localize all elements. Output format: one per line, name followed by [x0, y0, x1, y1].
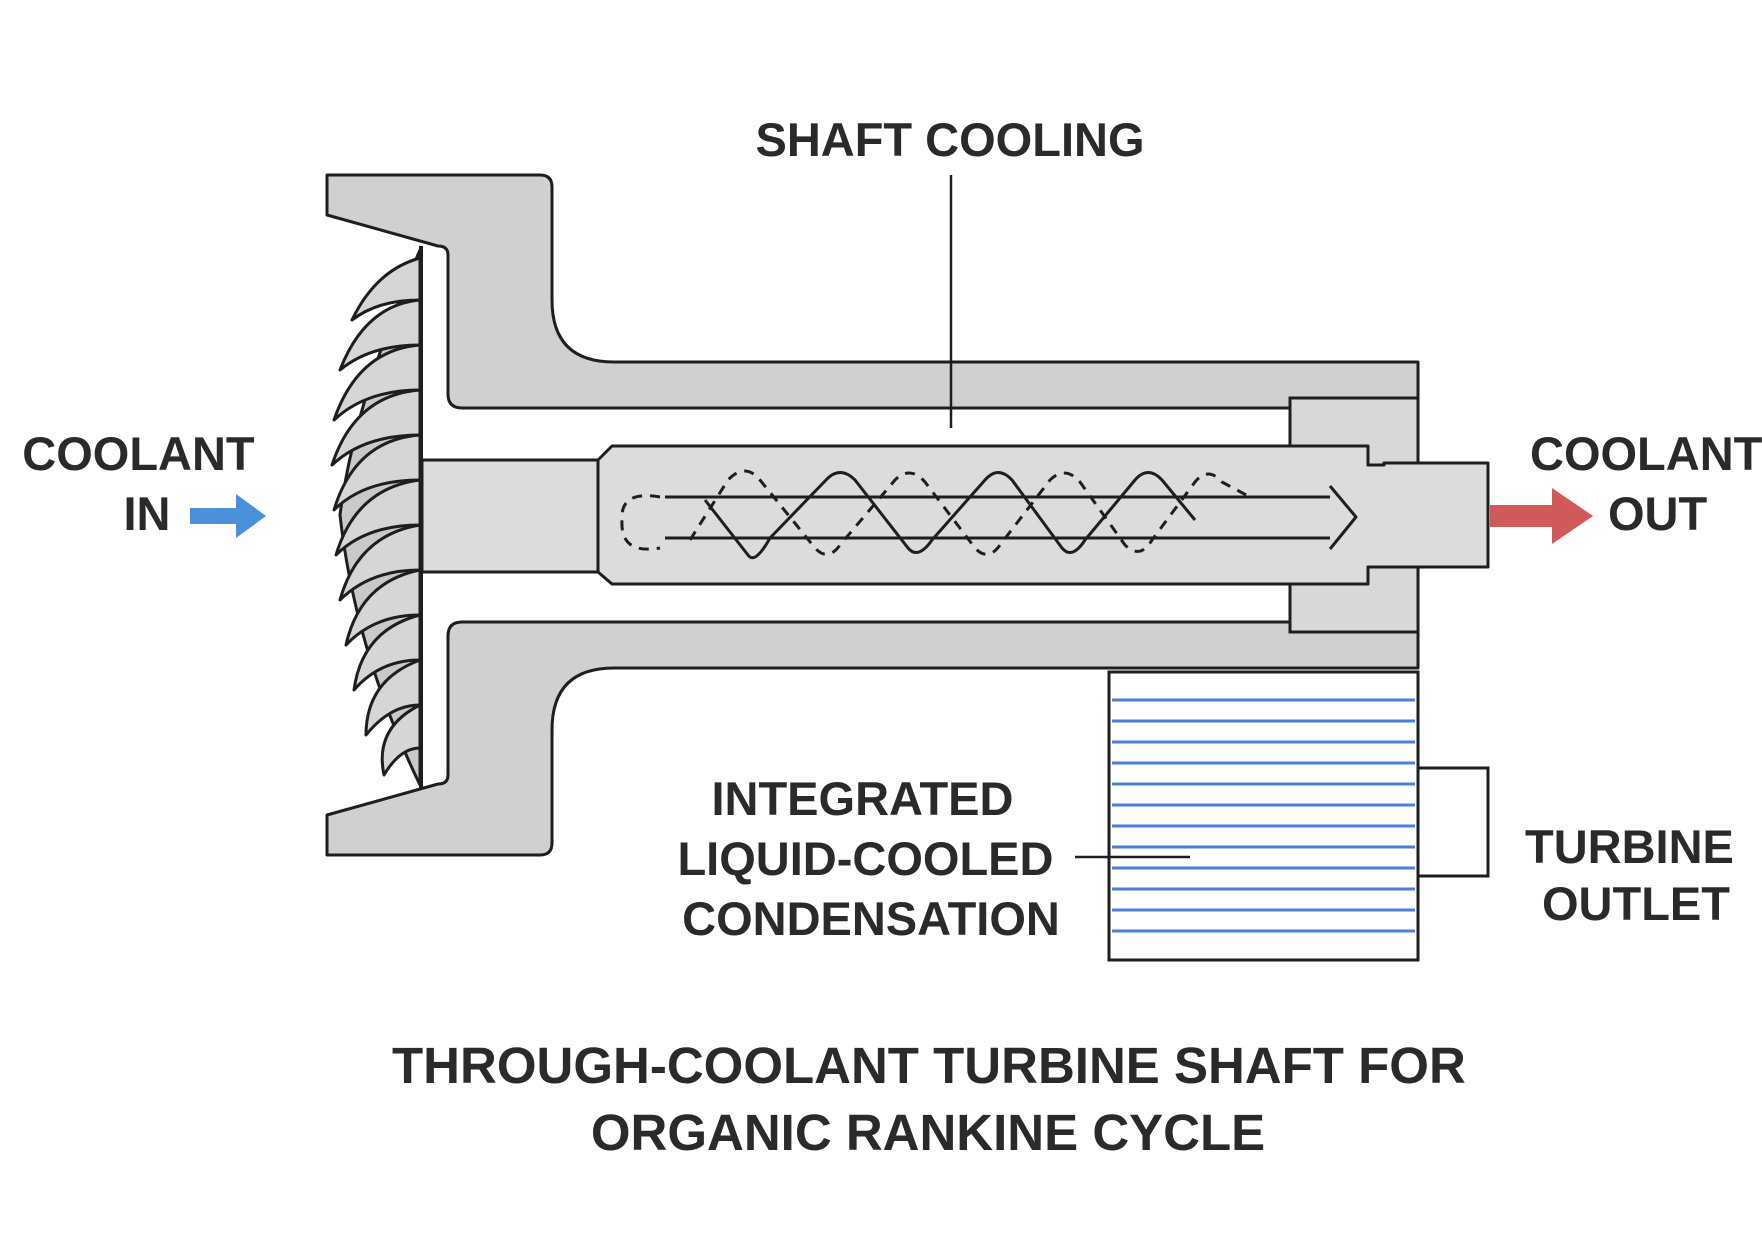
- housing-lower: [325, 620, 1420, 857]
- housing-upper: [325, 173, 1420, 410]
- coolant-in-label: COOLANT IN: [22, 427, 267, 540]
- coolant-out-arrow: [1490, 488, 1593, 544]
- condenser-tubes: [1112, 698, 1415, 933]
- coolant-in-arrow: [190, 494, 266, 538]
- condensation-label: INTEGRATED LIQUID-COOLED CONDENSATION: [677, 772, 1066, 945]
- turbine-outlet-port: [1418, 766, 1490, 878]
- shaft: [420, 396, 1490, 634]
- coolant-passage-dashed: [620, 494, 661, 551]
- condenser: [1107, 670, 1490, 962]
- turbine-wheel: [330, 246, 423, 788]
- coolant-flow-arrowhead: [1328, 485, 1358, 550]
- diagram-title: THROUGH-COOLANT TURBINE SHAFT FOR ORGANI…: [392, 1037, 1480, 1161]
- condenser-body: [1107, 670, 1420, 962]
- helix-dashed: [688, 469, 1251, 556]
- housing: [325, 173, 1420, 857]
- shaft-cooling-label: SHAFT COOLING: [755, 113, 1144, 166]
- coolant-out-label: COOLANT OUT: [1530, 427, 1762, 540]
- turbine-blades: [330, 256, 422, 777]
- turbine-outlet-label: TURBINE OUTLET: [1525, 820, 1747, 930]
- helix-solid: [703, 471, 1197, 560]
